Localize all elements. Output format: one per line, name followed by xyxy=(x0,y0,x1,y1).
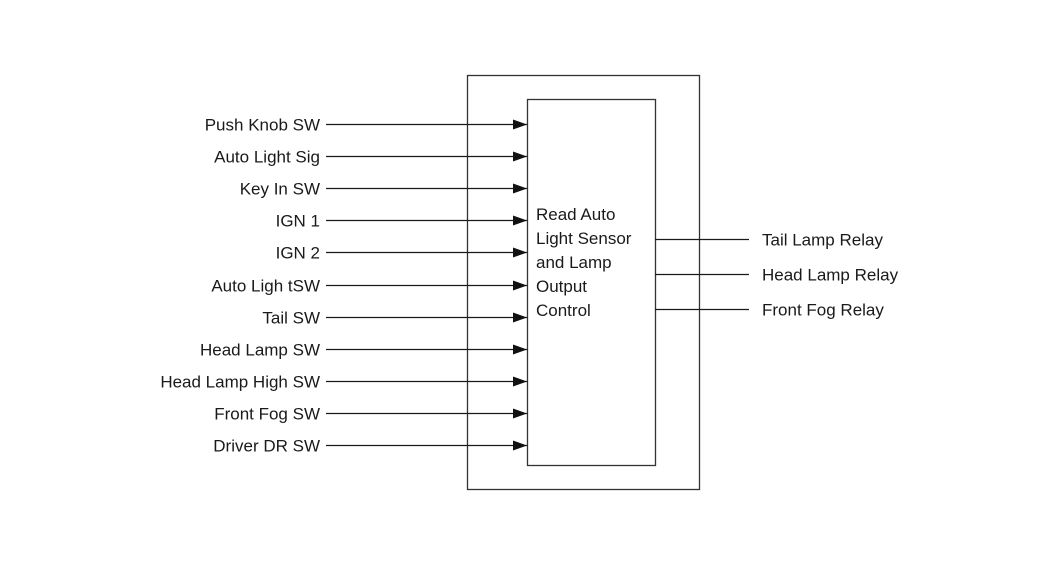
block-label-line: Read Auto xyxy=(536,205,615,224)
input-signal: Key In SW xyxy=(240,180,527,199)
output-label: Tail Lamp Relay xyxy=(762,231,883,250)
block-label-line: Light Sensor xyxy=(536,229,632,248)
input-signal: Head Lamp SW xyxy=(200,341,527,360)
block-label-line: Output xyxy=(536,277,587,296)
input-signal: Driver DR SW xyxy=(213,437,527,456)
input-label: IGN 1 xyxy=(276,212,320,231)
output-label: Front Fog Relay xyxy=(762,301,884,320)
input-label: Driver DR SW xyxy=(213,437,320,456)
input-signal: IGN 1 xyxy=(276,212,527,231)
input-signal: Auto Ligh tSW xyxy=(211,277,527,296)
input-label: IGN 2 xyxy=(276,244,320,263)
input-label: Head Lamp SW xyxy=(200,341,320,360)
block-label-line: Control xyxy=(536,301,591,320)
output-signal: Front Fog Relay xyxy=(655,301,884,320)
output-label: Head Lamp Relay xyxy=(762,266,899,285)
input-label: Push Knob SW xyxy=(205,116,320,135)
input-signal: IGN 2 xyxy=(276,244,527,263)
outer-module-box xyxy=(466,74,701,491)
input-label: Auto Light Sig xyxy=(214,148,320,167)
input-signal: Auto Light Sig xyxy=(214,148,527,167)
input-label: Auto Ligh tSW xyxy=(211,277,320,296)
block-label-line: and Lamp xyxy=(536,253,612,272)
input-label: Front Fog SW xyxy=(214,405,320,424)
control-block xyxy=(526,98,657,467)
output-signal: Head Lamp Relay xyxy=(655,266,899,285)
input-label: Tail SW xyxy=(262,309,320,328)
input-signal: Head Lamp High SW xyxy=(160,373,527,392)
output-signal: Tail Lamp Relay xyxy=(655,231,883,250)
input-label: Key In SW xyxy=(240,180,320,199)
input-signal: Front Fog SW xyxy=(214,405,527,424)
input-signal: Tail SW xyxy=(262,309,527,328)
input-label: Head Lamp High SW xyxy=(160,373,320,392)
input-signal: Push Knob SW xyxy=(205,116,527,135)
